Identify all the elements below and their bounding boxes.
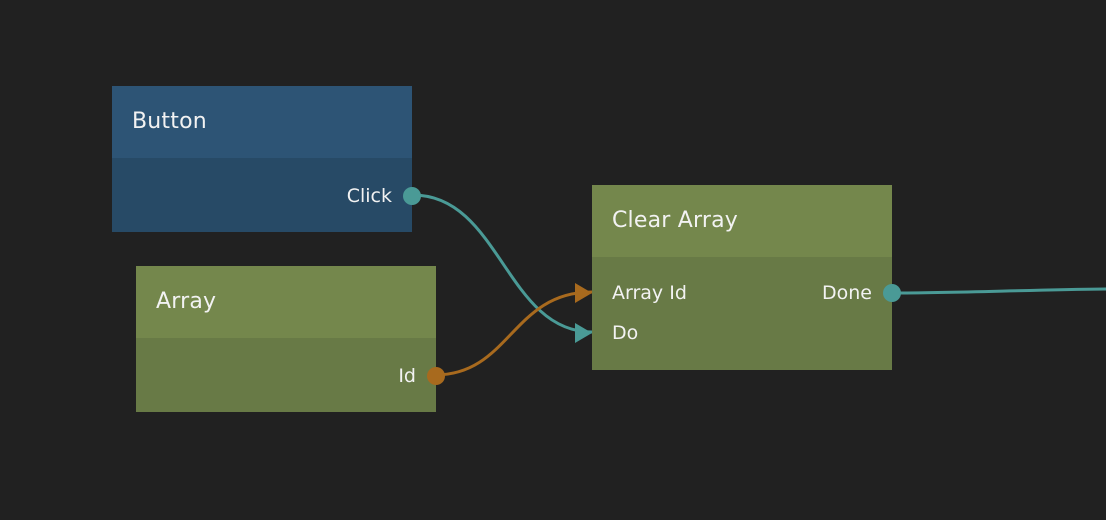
output-port[interactable]: Done (822, 281, 872, 305)
output-port-dot-icon[interactable] (427, 367, 445, 385)
node-header[interactable]: Button (112, 86, 412, 158)
port-label: Id (398, 364, 416, 387)
node-header[interactable]: Clear Array (592, 185, 892, 257)
port-label: Array Id (612, 281, 687, 304)
input-port[interactable]: Do (612, 321, 638, 345)
input-port-arrow-icon[interactable] (575, 323, 592, 343)
input-port-arrow-icon[interactable] (575, 283, 592, 303)
input-port[interactable]: Array Id (612, 281, 687, 305)
node-title: Clear Array (612, 208, 738, 233)
port-label: Do (612, 321, 639, 344)
node-body: Click (112, 158, 421, 232)
output-port[interactable]: Id (398, 364, 416, 388)
output-port-dot-icon[interactable] (403, 187, 421, 205)
node-body: Array Id Do Done (575, 257, 901, 370)
port-label: Click (346, 184, 392, 207)
connection-wire[interactable] (411, 193, 594, 334)
connection-wire[interactable] (433, 290, 594, 377)
output-port[interactable]: Click (347, 184, 392, 208)
output-port-dot-icon[interactable] (883, 284, 901, 302)
connection-wire[interactable] (889, 287, 1106, 295)
node-header[interactable]: Array (136, 266, 436, 338)
node-body: Id (136, 338, 445, 412)
port-label: Done (822, 281, 872, 304)
node-title: Array (156, 289, 217, 314)
node-title: Button (132, 109, 207, 134)
